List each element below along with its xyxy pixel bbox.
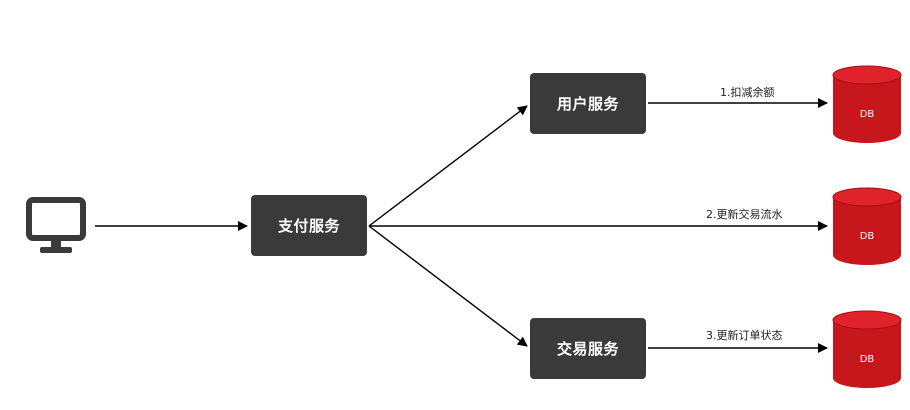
database-label: DB [859, 231, 875, 242]
edge-label-update-trade-flow: 2.更新交易流水 [706, 208, 783, 221]
monitor-icon [24, 196, 90, 256]
trade-service-node: 交易服务 [530, 318, 646, 379]
arrow-payment-to-trade [368, 225, 528, 347]
payment-service-node: 支付服务 [251, 195, 367, 256]
database-icon: DB [832, 310, 902, 390]
database-icon: DB [832, 187, 902, 267]
arrow-payment-to-user [368, 105, 528, 227]
edge-label-update-order-status: 3.更新订单状态 [706, 329, 783, 342]
database-label: DB [859, 354, 875, 365]
user-service-node: 用户服务 [530, 73, 646, 134]
database-icon: DB [832, 65, 902, 145]
edge-label-deduct-balance: 1.扣减余额 [720, 86, 775, 99]
database-label: DB [859, 109, 875, 120]
